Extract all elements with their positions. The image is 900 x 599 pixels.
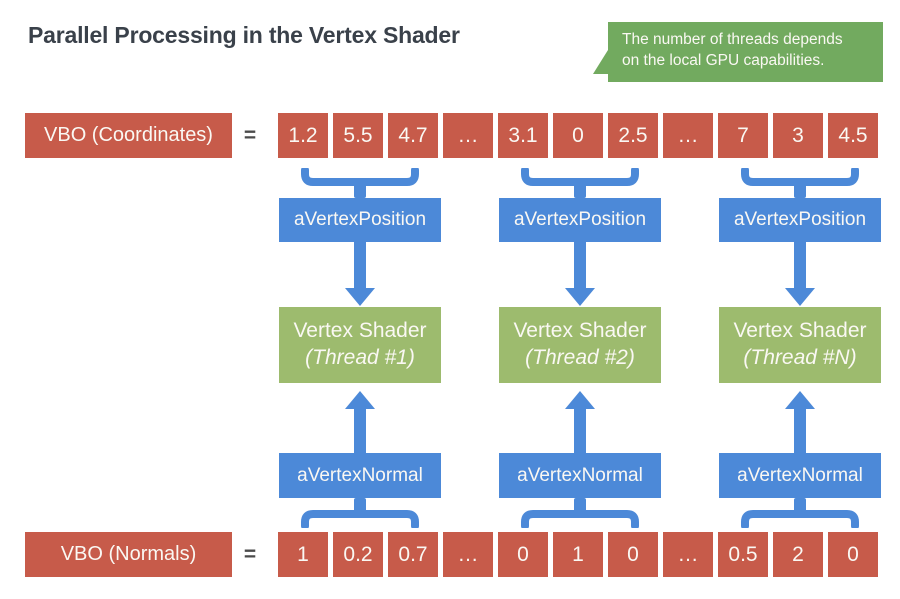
arrow-down-icon <box>345 242 375 306</box>
vbo-coordinates-cells: 1.2 5.5 4.7 … 3.1 0 2.5 … 7 3 4.5 <box>278 113 878 158</box>
gpu-callout: The number of threads depends on the loc… <box>593 22 883 82</box>
avertexnormal-box: aVertexNormal <box>279 453 441 498</box>
vbo-cell: 3.1 <box>498 113 548 158</box>
arrow-up-icon <box>785 391 815 453</box>
vbo-cell-ellipsis: … <box>663 532 713 577</box>
avertexposition-box: aVertexPosition <box>719 198 881 242</box>
vertex-shader-title: Vertex Shader <box>733 319 867 343</box>
vbo-cell: 0.5 <box>718 532 768 577</box>
vbo-cell: 0 <box>553 113 603 158</box>
vbo-cell: 0 <box>828 532 878 577</box>
vbo-cell: 0 <box>608 532 658 577</box>
curly-brace-up-icon <box>300 498 420 528</box>
curly-brace-up-icon <box>520 498 640 528</box>
arrow-up-icon <box>565 391 595 453</box>
vbo-cell-ellipsis: … <box>443 532 493 577</box>
curly-brace-down-icon <box>520 168 640 198</box>
vertex-shader-thread: (Thread #2) <box>525 346 635 369</box>
vertex-shader-thread: (Thread #N) <box>743 346 857 369</box>
vbo-cell: 3 <box>773 113 823 158</box>
vbo-cell: 1 <box>278 532 328 577</box>
vertex-shader-thread: (Thread #1) <box>305 346 415 369</box>
equals-sign-bottom: = <box>243 542 257 566</box>
curly-brace-up-icon <box>740 498 860 528</box>
vbo-cell-ellipsis: … <box>663 113 713 158</box>
vbo-cell: 2 <box>773 532 823 577</box>
vbo-coordinates-label: VBO (Coordinates) <box>25 113 232 158</box>
vbo-normals-cells: 1 0.2 0.7 … 0 1 0 … 0.5 2 0 <box>278 532 878 577</box>
avertexposition-box: aVertexPosition <box>279 198 441 242</box>
equals-sign-top: = <box>243 123 257 147</box>
vbo-cell: 4.7 <box>388 113 438 158</box>
vbo-cell: 0.7 <box>388 532 438 577</box>
vertex-shader-box: Vertex Shader (Thread #N) <box>719 307 881 383</box>
vbo-cell: 2.5 <box>608 113 658 158</box>
avertexnormal-box: aVertexNormal <box>499 453 661 498</box>
vertex-shader-title: Vertex Shader <box>293 319 427 343</box>
vbo-cell: 4.5 <box>828 113 878 158</box>
callout-line-1: The number of threads depends <box>622 31 843 48</box>
avertexnormal-box: aVertexNormal <box>719 453 881 498</box>
avertexposition-box: aVertexPosition <box>499 198 661 242</box>
vbo-cell: 5.5 <box>333 113 383 158</box>
vbo-cell-ellipsis: … <box>443 113 493 158</box>
vertex-shader-box: Vertex Shader (Thread #1) <box>279 307 441 383</box>
vbo-normals-label: VBO (Normals) <box>25 532 232 577</box>
vbo-cell: 0 <box>498 532 548 577</box>
curly-brace-down-icon <box>300 168 420 198</box>
arrow-down-icon <box>565 242 595 306</box>
vbo-cell: 7 <box>718 113 768 158</box>
vbo-cell: 1.2 <box>278 113 328 158</box>
arrow-down-icon <box>785 242 815 306</box>
arrow-up-icon <box>345 391 375 453</box>
callout-tail-icon <box>593 50 608 74</box>
vertex-shader-box: Vertex Shader (Thread #2) <box>499 307 661 383</box>
vertex-shader-title: Vertex Shader <box>513 319 647 343</box>
vbo-cell: 0.2 <box>333 532 383 577</box>
page-title: Parallel Processing in the Vertex Shader <box>28 22 460 48</box>
callout-line-2: on the local GPU capabilities. <box>622 51 825 69</box>
vbo-cell: 1 <box>553 532 603 577</box>
curly-brace-down-icon <box>740 168 860 198</box>
